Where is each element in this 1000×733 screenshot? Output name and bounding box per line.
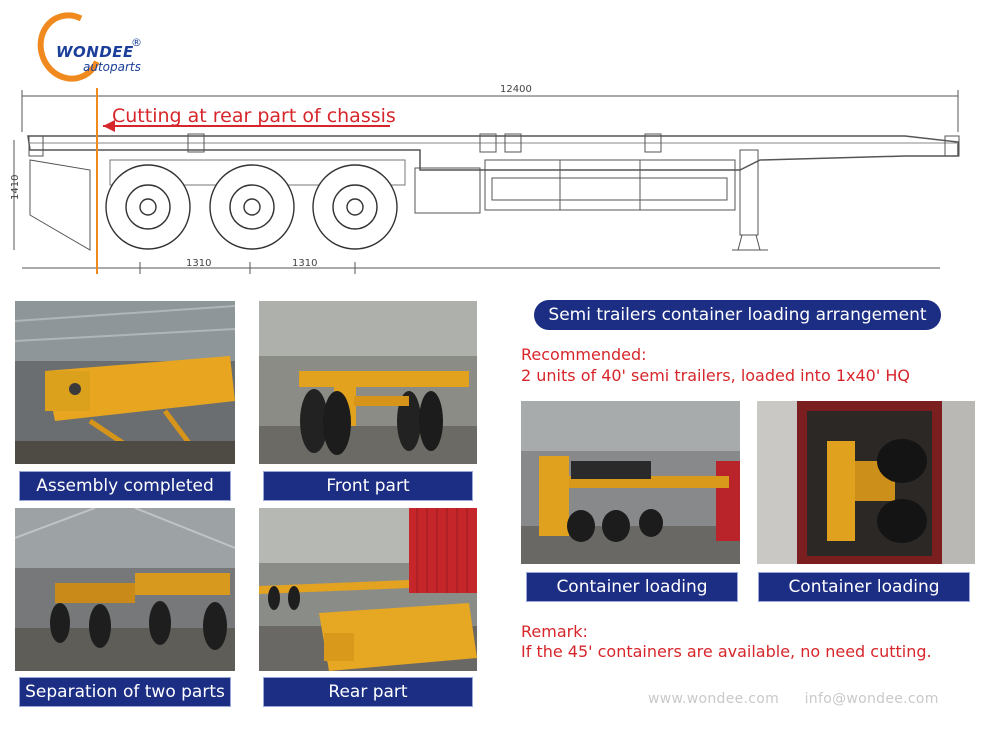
footer-email[interactable]: info@wondee.com [804,691,939,707]
logo-subtitle: autoparts [83,60,141,74]
remark-text: If the 45' containers are available, no … [521,642,932,661]
caption-separation: Separation of two parts [19,677,231,707]
remark-label: Remark: [521,622,588,641]
height-dim: 1410 [10,175,21,200]
recommended-text: 2 units of 40' semi trailers, loaded int… [521,366,910,385]
photo-separation [15,508,235,671]
logo-wordmark: WONDEE [56,43,134,61]
caption-assembly-completed: Assembly completed [19,471,231,501]
caption-rear-part: Rear part [263,677,473,707]
photo-container-loading-2 [757,401,975,564]
photo-rear-part [259,508,477,671]
cut-label: Cutting at rear part of chassis [112,105,396,127]
chassis-drawing: 12400 1410 1310 1310 [10,84,960,274]
arrangement-title: Semi trailers container loading arrangem… [534,300,941,330]
caption-container-loading-1: Container loading [526,572,738,602]
caption-front-part: Front part [263,471,473,501]
photo-container-loading-1 [521,401,740,564]
photo-assembly-completed [15,301,235,464]
axle-spacing-1: 1310 [186,258,211,269]
registered-mark: ® [131,36,142,49]
photo-front-part [259,301,477,464]
overall-length-dim: 12400 [500,84,532,95]
axle-spacing-2: 1310 [292,258,317,269]
caption-container-loading-2: Container loading [758,572,970,602]
footer-website[interactable]: www.wondee.com [648,691,780,707]
footer-contact: www.wondee.com info@wondee.com [648,691,939,707]
recommended-label: Recommended: [521,345,647,364]
cut-marker-line [96,88,98,274]
